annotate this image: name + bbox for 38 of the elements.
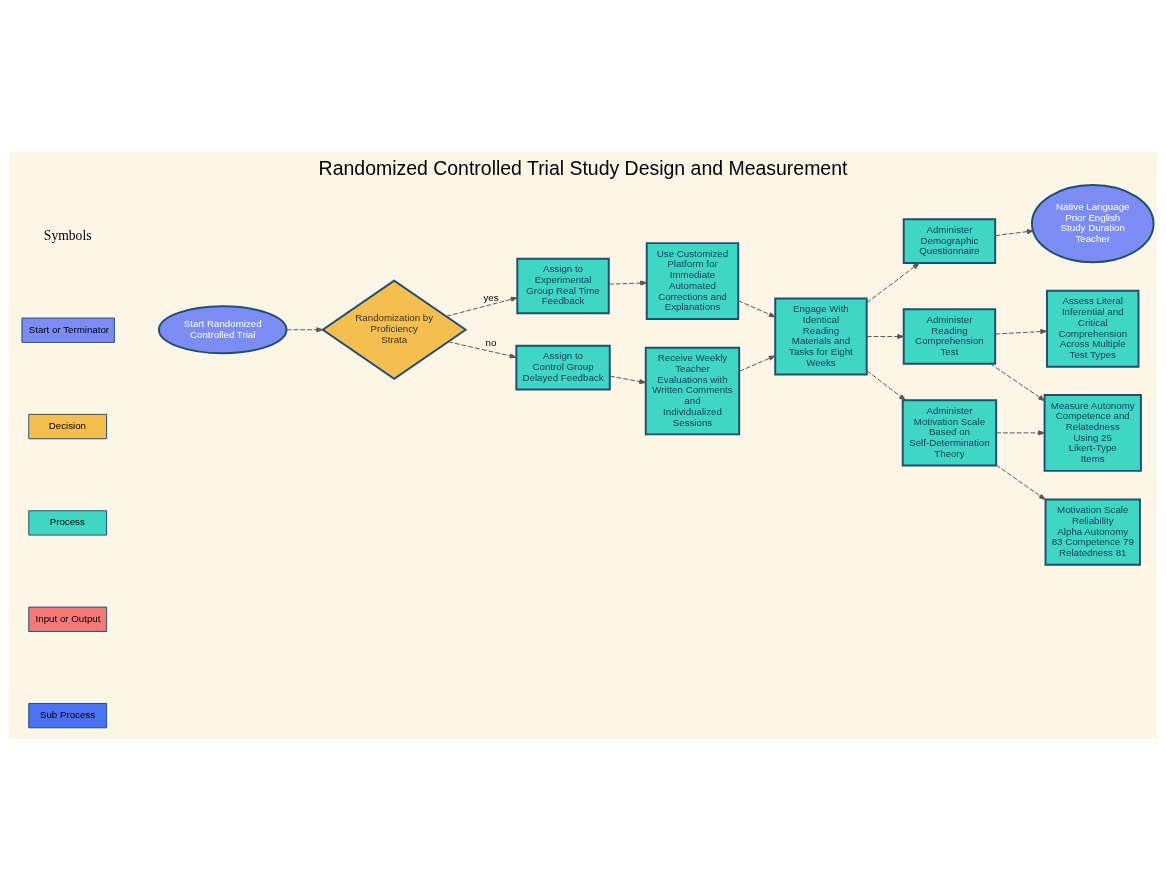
node-diamond: Randomization by Proficiency Strata bbox=[321, 278, 468, 380]
arrow bbox=[739, 354, 776, 372]
arrow bbox=[866, 262, 920, 303]
arrow bbox=[995, 228, 1034, 236]
arrow bbox=[286, 326, 324, 332]
arrow bbox=[995, 328, 1048, 335]
arrow bbox=[608, 279, 648, 286]
arrow bbox=[995, 464, 1046, 500]
node-box: Measure Autonomy Competence and Relatedness Using 25 Likert-Type Items bbox=[1043, 393, 1142, 472]
arrow bbox=[446, 296, 518, 317]
arrow bbox=[990, 362, 1045, 401]
legend-label: Input or Output bbox=[35, 612, 101, 624]
node-ellipse: Native Language Prior English Study Duration Teacher bbox=[1031, 183, 1155, 263]
node-box: Assign to Experimental Group Real Time Feedback bbox=[516, 257, 610, 314]
node-box: Administer Motivation Scale Based on Self-Determination Theory bbox=[901, 398, 998, 466]
node-box: Receive Weekly Teacher Evaluations with Written Comments and Individualized Sessions bbox=[644, 346, 741, 435]
node-box: Use Customized Platform for Immediate Automated Corrections and Explanations bbox=[645, 241, 740, 320]
arrow bbox=[447, 340, 517, 358]
legend-label: Decision bbox=[48, 419, 86, 431]
edge-label: no bbox=[485, 336, 497, 348]
arrow bbox=[995, 429, 1045, 435]
edge-label: yes bbox=[483, 291, 499, 303]
legend-label: Sub Process bbox=[39, 708, 96, 720]
node-ellipse: Start Randomized Controlled Trial bbox=[157, 304, 288, 354]
node-box: Motivation Scale Reliability Alpha Autonomy 83 Competence 79 Relatedness 81 bbox=[1044, 498, 1141, 566]
arrow bbox=[866, 369, 906, 401]
legend-label: Start or Terminator bbox=[28, 323, 110, 335]
diagram-title: Randomized Controlled Trial Study Design and Measurement bbox=[318, 156, 848, 179]
arrow bbox=[737, 299, 776, 317]
label: Symbols bbox=[43, 227, 92, 243]
arrow bbox=[866, 333, 905, 339]
legend-label: Process bbox=[49, 515, 85, 527]
node-box: Administer Demographic Questionnaire bbox=[902, 217, 997, 264]
arrow bbox=[609, 375, 647, 384]
node-box: Assign to Control Group Delayed Feedback bbox=[515, 344, 611, 391]
node-box: Engage With Identical Reading Materials and Tasks for Eight Weeks bbox=[774, 297, 868, 375]
node-box: Assess Literal Inferential and Critical Comprehension Across Multiple Test Types bbox=[1046, 289, 1140, 368]
node-box: Administer Reading Comprehension Test bbox=[902, 307, 997, 365]
